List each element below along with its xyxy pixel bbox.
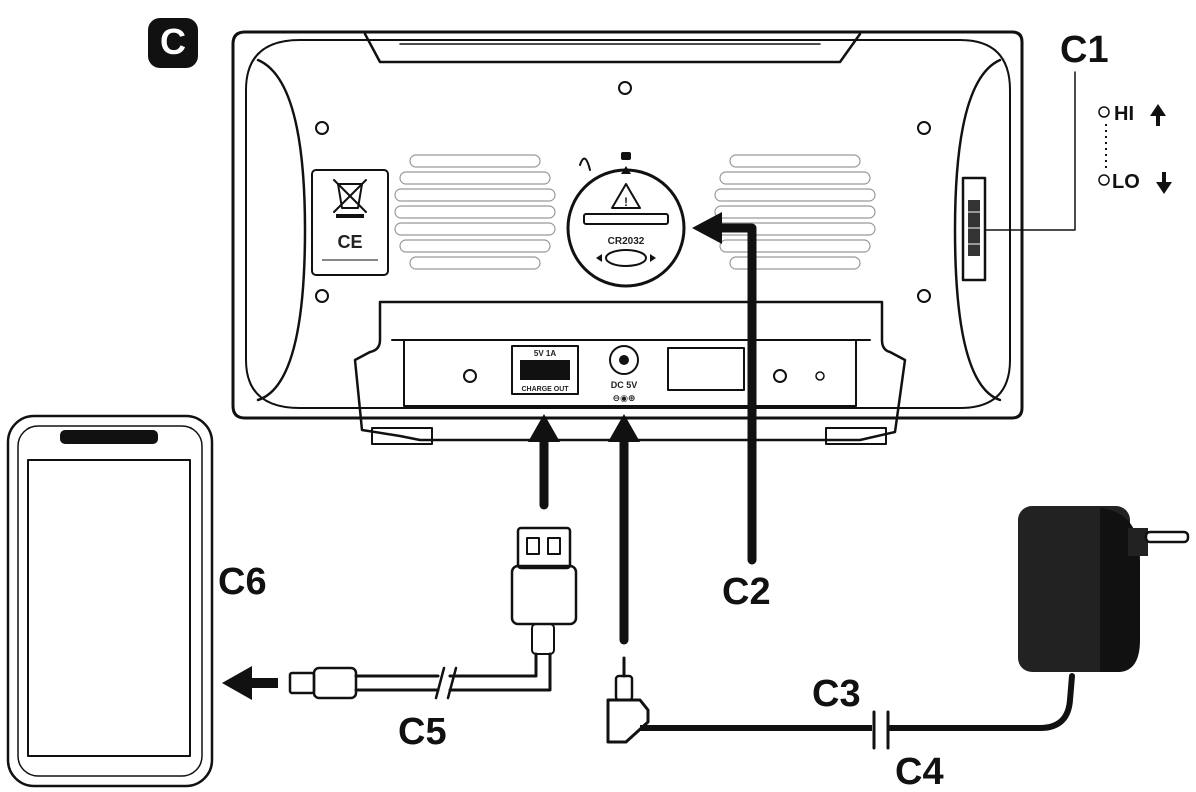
label-c6: C6	[218, 561, 267, 603]
weee-bin-icon	[333, 179, 367, 218]
dc-input-port[interactable]: DC 5V ⊖◉⊕	[609, 345, 639, 403]
arrow-c2	[692, 212, 757, 565]
arrow-down-icon	[1156, 172, 1172, 194]
screw-icon	[315, 81, 931, 303]
arrow-left-icon	[222, 666, 278, 700]
brightness-low-label: LO	[1112, 171, 1140, 193]
power-adapter-icon	[1018, 506, 1190, 672]
label-c4: C4	[895, 751, 944, 792]
compliance-label: CE	[311, 169, 389, 276]
usb-cable	[354, 652, 552, 700]
battery-cover-icon: ! CR2032	[566, 152, 686, 288]
dc-cable	[640, 673, 1075, 750]
battery-type-label: CR2032	[608, 236, 645, 247]
micro-usb-plug-icon	[288, 666, 358, 700]
section-badge-letter: C	[160, 21, 186, 62]
arrow-to-usb	[528, 414, 560, 510]
usb-port-label: CHARGE OUT	[521, 386, 569, 393]
arrow-to-dc	[608, 414, 640, 645]
usb-port-rating: 5V 1A	[534, 349, 556, 358]
smartphone-icon	[6, 414, 214, 788]
dc-port-label: DC 5V	[611, 380, 638, 390]
label-c3: C3	[812, 673, 861, 715]
speaker-grille-right	[714, 154, 876, 270]
speaker-grille-left	[394, 154, 556, 270]
connector-panel: 5V 1A CHARGE OUT DC 5V ⊖◉⊕	[353, 300, 907, 445]
dc-jack-icon	[606, 656, 650, 744]
brightness-legend: HI LO	[1098, 103, 1172, 194]
device-back-view: CE ! CR2032	[231, 30, 1024, 445]
ce-mark-icon: CE	[337, 232, 362, 252]
usb-plug-icon	[510, 526, 578, 655]
arrow-up-icon	[1150, 104, 1166, 126]
svg-text:!: !	[624, 195, 628, 209]
section-badge: C	[148, 18, 198, 68]
brightness-switch[interactable]	[961, 176, 987, 282]
label-c2: C2	[722, 571, 771, 613]
label-c5: C5	[398, 711, 447, 753]
usb-port[interactable]: 5V 1A CHARGE OUT	[511, 345, 579, 395]
svg-text:⊖◉⊕: ⊖◉⊕	[613, 393, 636, 403]
brightness-high-label: HI	[1114, 103, 1134, 125]
label-c1: C1	[1060, 29, 1109, 71]
